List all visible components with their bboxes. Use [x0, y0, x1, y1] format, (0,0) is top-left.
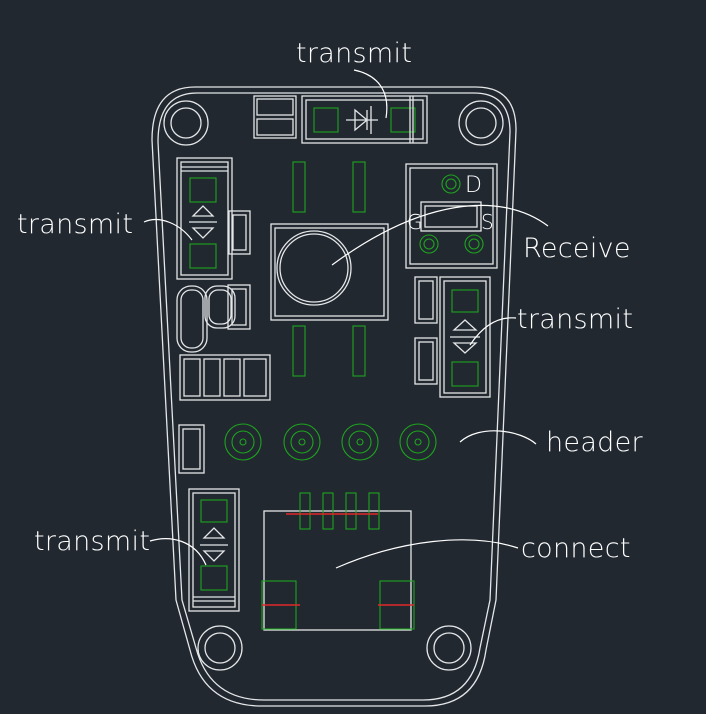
- leader-transmit-right: [469, 317, 517, 346]
- label-transmit-left: transmit: [17, 209, 133, 240]
- label-transmit-bottom: transmit: [34, 526, 150, 557]
- mounting-hole-bottom-right: [426, 625, 472, 671]
- label-transmit-right: transmit: [517, 304, 633, 335]
- capacitor-left: [176, 285, 236, 353]
- center-transistor: [270, 223, 389, 321]
- right-resistors: [414, 276, 438, 385]
- label-transmit-top: transmit: [296, 38, 412, 69]
- transmit-diode-bottom: [188, 488, 240, 612]
- resistor-left-upper: [228, 210, 251, 255]
- mounting-hole-top-left: [163, 100, 209, 146]
- header-pin-1: [224, 423, 262, 461]
- header-pin-3: [341, 423, 379, 461]
- leader-transmit-left: [143, 219, 193, 241]
- mounting-hole-top-right: [458, 100, 504, 146]
- leader-header: [459, 430, 537, 445]
- transmit-diode-right: [439, 276, 491, 398]
- pin-label-g: G: [407, 210, 423, 234]
- header-pin-2: [283, 423, 321, 461]
- leader-transmit-bottom: [149, 538, 207, 566]
- header-pins: [224, 423, 437, 461]
- leader-lines: [143, 69, 549, 569]
- mounting-hole-bottom-left: [197, 625, 243, 671]
- connector: [261, 492, 415, 631]
- mounting-holes: [163, 100, 504, 671]
- receive-transistor: D G S: [405, 163, 498, 269]
- leader-receive: [331, 204, 549, 266]
- leader-connect: [335, 539, 519, 569]
- label-receive: Receive: [523, 233, 631, 264]
- header-pin-4: [399, 423, 437, 461]
- top-small-component: [253, 95, 297, 139]
- label-header: header: [546, 427, 644, 458]
- transmit-diode-top: [301, 95, 428, 144]
- leader-transmit-top: [353, 69, 388, 119]
- center-traces: [292, 161, 366, 377]
- pin-label-d: D: [465, 173, 482, 198]
- header-left-resistor: [178, 424, 205, 474]
- board-outline: [151, 86, 517, 707]
- label-connect: connect: [521, 533, 631, 564]
- pin-label-s: S: [481, 210, 494, 234]
- transmit-diode-left: [176, 157, 233, 280]
- resistor-left-middle: [227, 284, 251, 330]
- resistor-array-left: [179, 354, 271, 401]
